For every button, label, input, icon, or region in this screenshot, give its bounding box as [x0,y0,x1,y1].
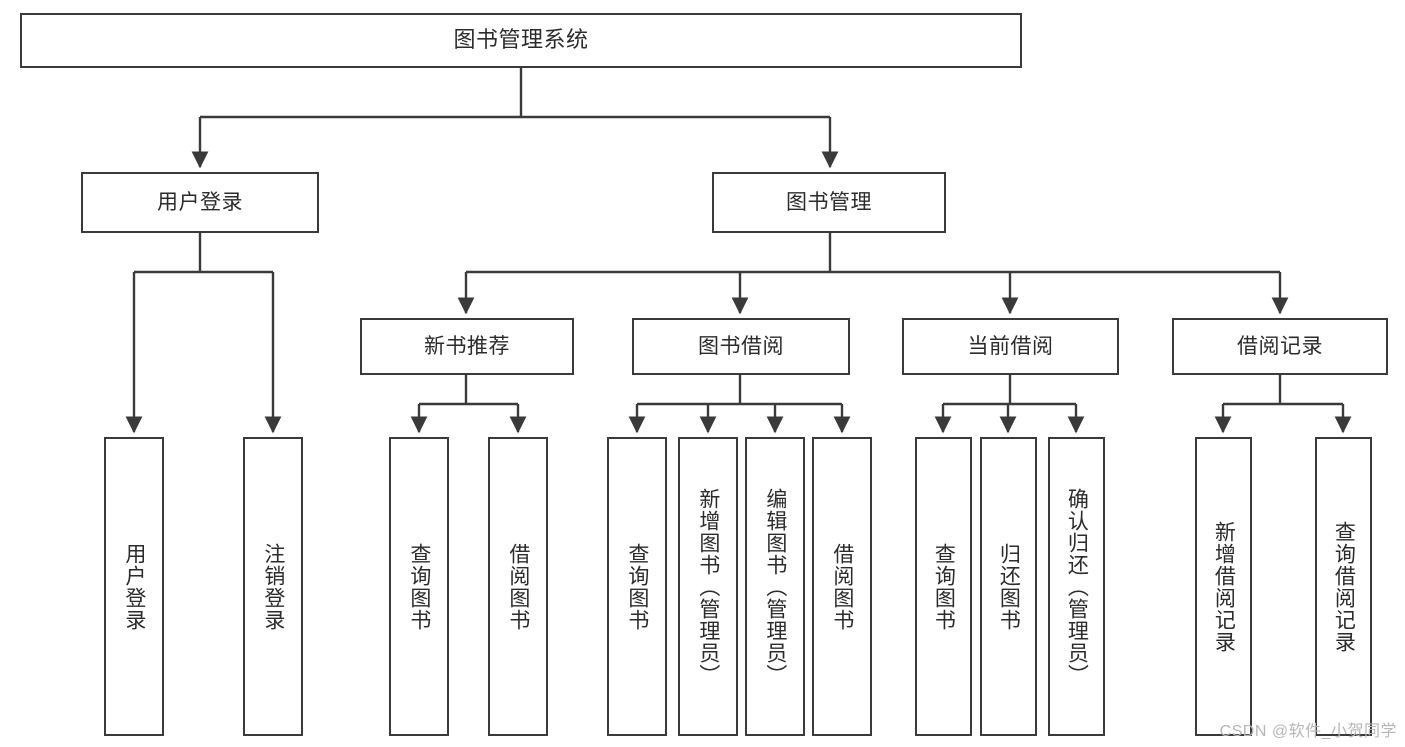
node-book-management[interactable]: 图书管理 [712,172,946,233]
leaf-return-books-label: 归还图书 [997,542,1021,631]
leaf-add-book-admin[interactable]: 新增图书（管理员） [678,437,738,736]
leaf-query-books-new[interactable]: 查询图书 [389,437,449,736]
leaf-confirm-return-admin[interactable]: 确认归还（管理员） [1048,437,1105,736]
leaf-query-books-current[interactable]: 查询图书 [915,437,972,736]
leaf-borrow-books-new[interactable]: 借阅图书 [488,437,548,736]
leaf-logout-label: 注销登录 [261,542,285,631]
leaf-confirm-return-admin-label: 确认归还（管理员） [1065,487,1089,686]
leaf-query-books-borrow[interactable]: 查询图书 [607,437,667,736]
leaf-user-login[interactable]: 用户登录 [104,437,164,736]
node-borrow-records-label: 借阅记录 [1237,334,1323,358]
leaf-logout[interactable]: 注销登录 [243,437,303,736]
node-user-login-label: 用户登录 [157,190,243,214]
node-new-book-recommend-label: 新书推荐 [424,334,510,358]
csdn-watermark: CSDN @软件_小贺同学 [1219,723,1397,740]
leaf-add-borrow-record[interactable]: 新增借阅记录 [1195,437,1252,736]
leaf-query-borrow-record-label: 查询借阅记录 [1332,520,1356,653]
node-book-borrow-label: 图书借阅 [698,334,784,358]
leaf-query-borrow-record[interactable]: 查询借阅记录 [1315,437,1372,736]
leaf-add-book-admin-label: 新增图书（管理员） [696,487,720,686]
node-root-system[interactable]: 图书管理系统 [20,13,1022,68]
leaf-query-books-new-label: 查询图书 [407,542,431,631]
node-book-borrow[interactable]: 图书借阅 [632,318,850,375]
leaf-query-books-current-label: 查询图书 [932,542,956,631]
leaf-edit-book-admin[interactable]: 编辑图书（管理员） [745,437,805,736]
node-root-label: 图书管理系统 [453,27,589,53]
node-borrow-records[interactable]: 借阅记录 [1172,318,1388,375]
leaf-user-login-label: 用户登录 [122,542,146,631]
node-current-borrow-label: 当前借阅 [967,334,1054,358]
leaf-borrow-books-new-label: 借阅图书 [506,542,530,631]
leaf-query-books-borrow-label: 查询图书 [625,542,649,631]
node-current-borrow[interactable]: 当前借阅 [902,318,1119,375]
leaf-borrow-books[interactable]: 借阅图书 [812,437,872,736]
node-new-book-recommend[interactable]: 新书推荐 [360,318,574,375]
leaf-borrow-books-label: 借阅图书 [830,542,854,631]
leaf-return-books[interactable]: 归还图书 [980,437,1037,736]
node-user-login[interactable]: 用户登录 [81,172,319,233]
leaf-add-borrow-record-label: 新增借阅记录 [1212,520,1236,653]
leaf-edit-book-admin-label: 编辑图书（管理员） [763,487,787,686]
node-book-management-label: 图书管理 [786,190,872,214]
